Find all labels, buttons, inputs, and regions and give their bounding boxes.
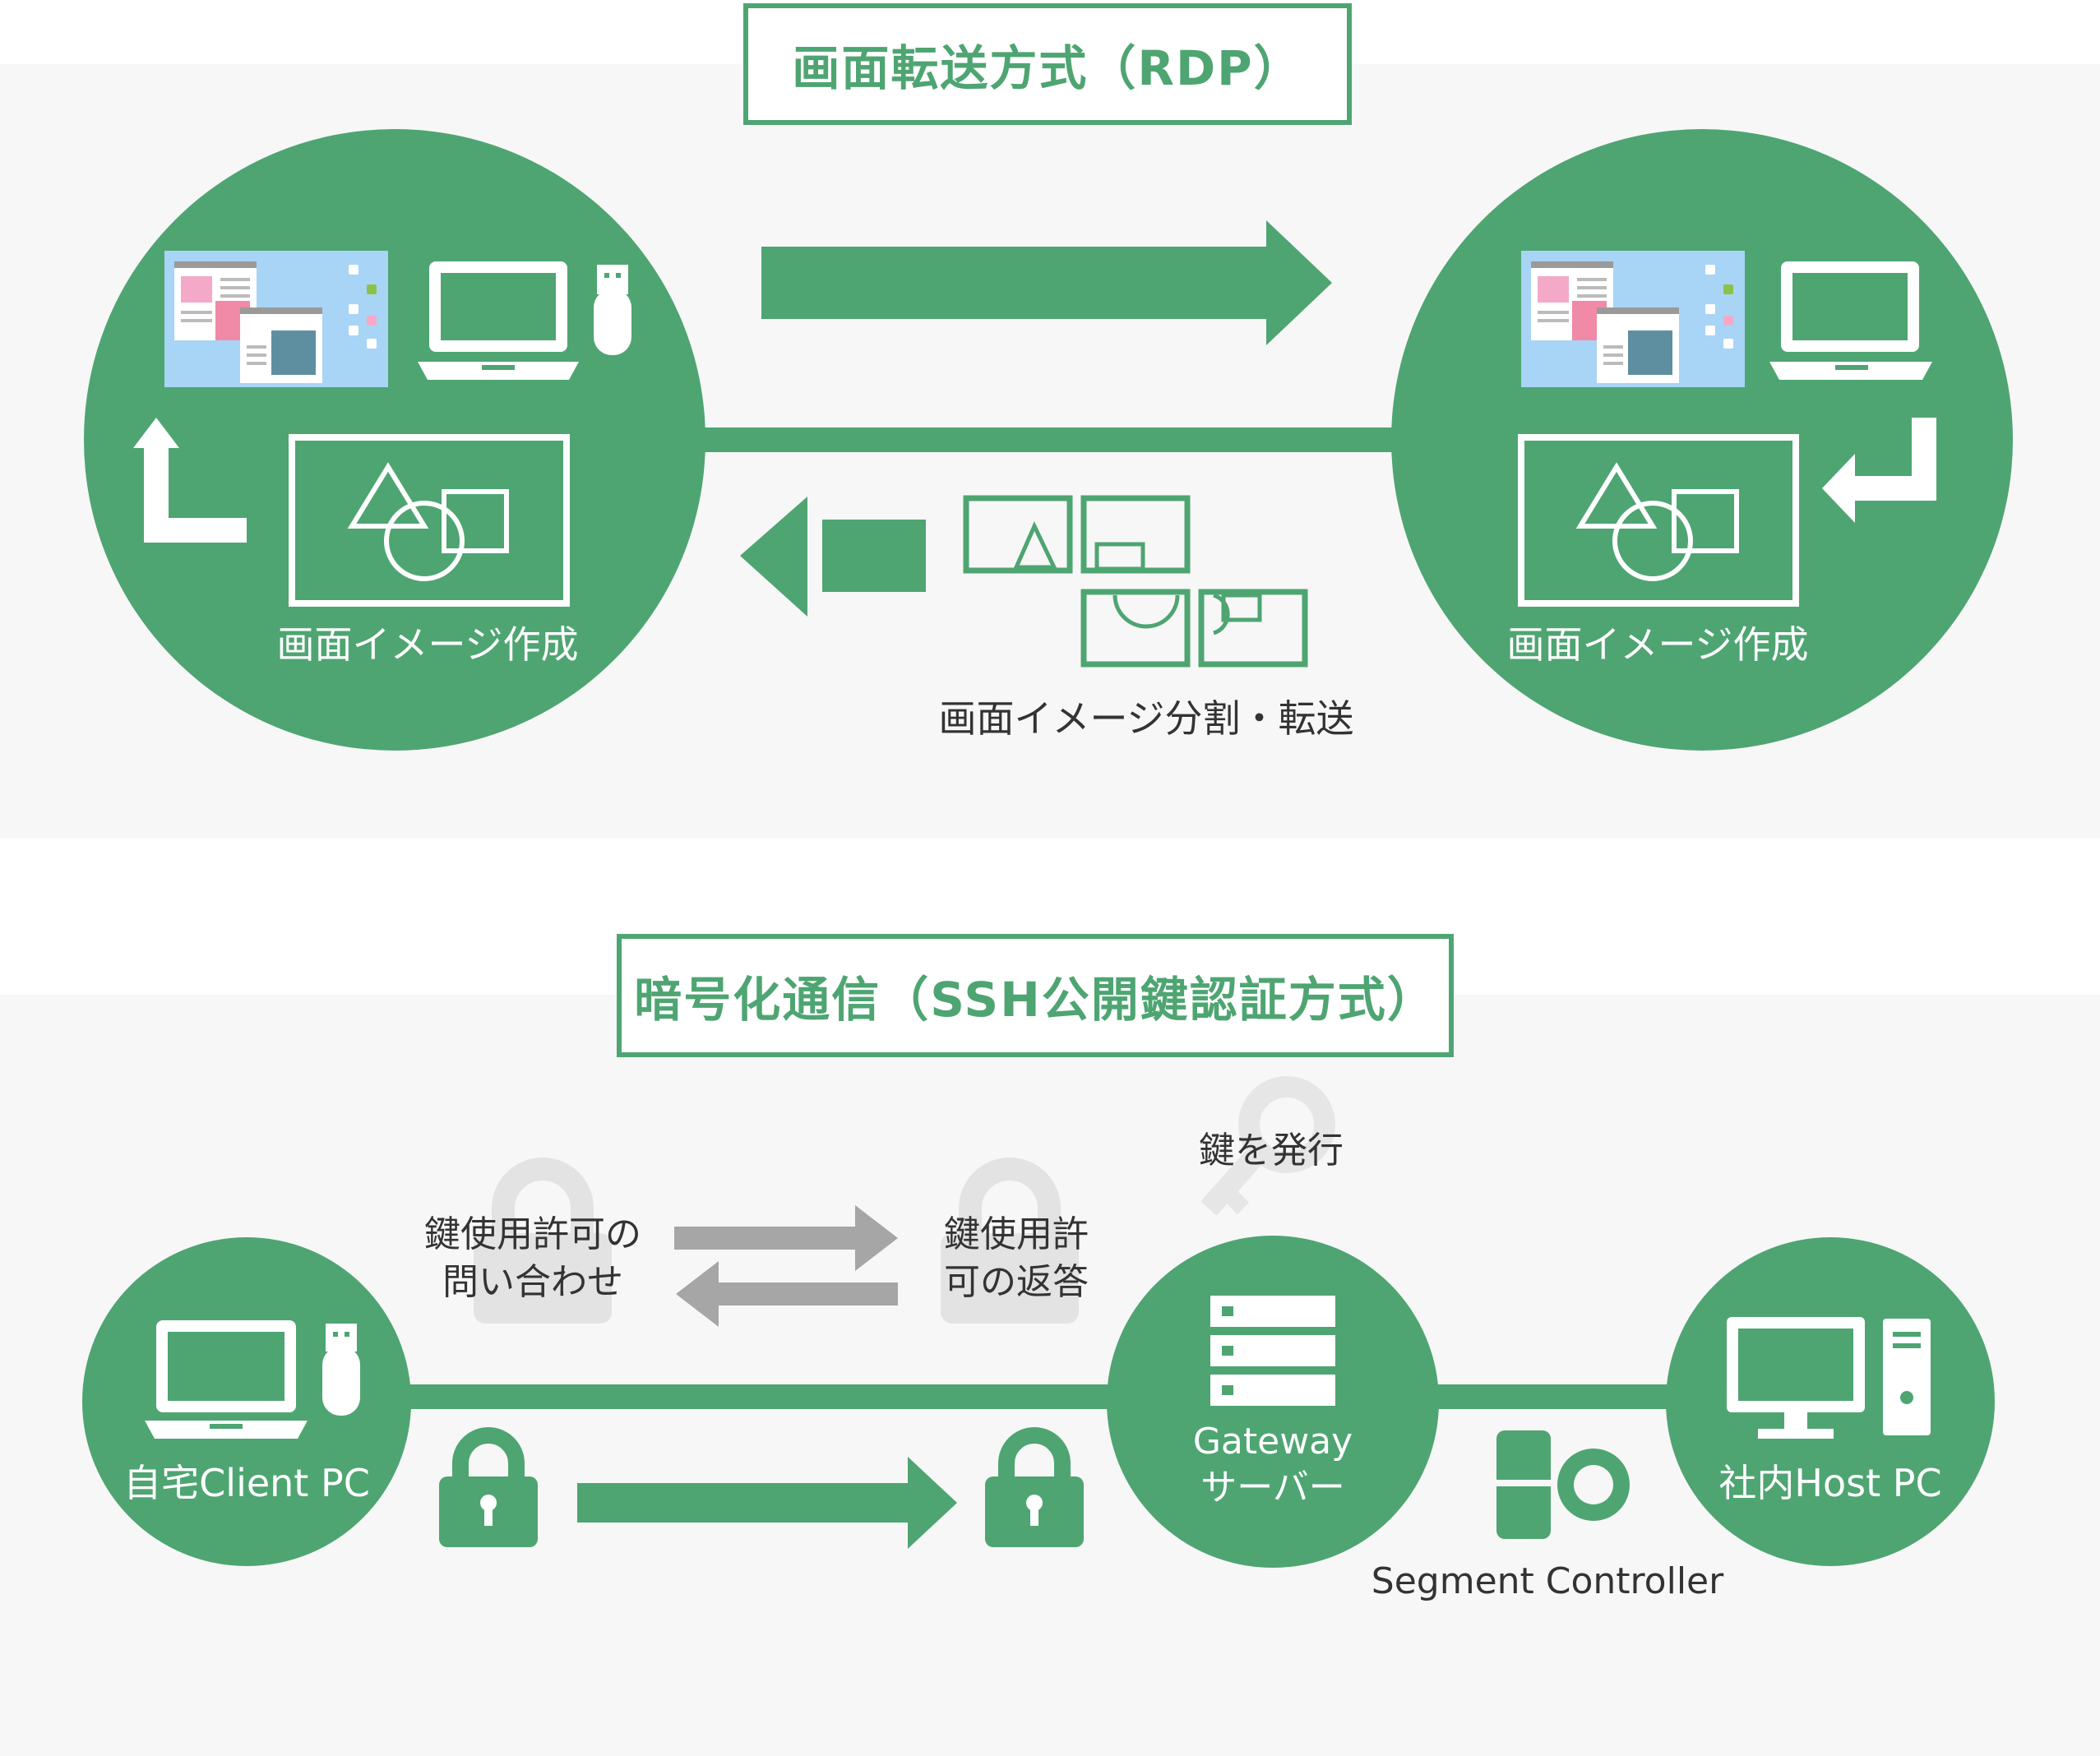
right-arrow-icon	[761, 220, 1332, 345]
encrypted-transfer-arrow-icon	[577, 1457, 957, 1549]
rdp-section: 画面イメージ作成	[84, 129, 2013, 751]
rdp-middle-caption: 画面イメージ分割・転送	[938, 696, 1353, 741]
reply-label-line1: 鍵使用許	[944, 1213, 1089, 1255]
request-label-line2: 問い合わせ	[442, 1261, 623, 1303]
return-arrow-icon	[133, 418, 247, 543]
rdp-right-caption: 画面イメージ作成	[1506, 622, 1808, 667]
key-watermark-icon	[1200, 1076, 1335, 1216]
usb-key-icon	[594, 265, 631, 355]
gateway-label-line2: サーバー	[1200, 1467, 1345, 1509]
reply-label-line2: 可の返答	[944, 1261, 1089, 1303]
segment-controller-icon	[1496, 1430, 1630, 1539]
laptop-icon	[418, 261, 579, 380]
reply-arrow-icon	[676, 1261, 898, 1327]
screen-image-icon	[289, 434, 570, 607]
host-pc-label: 社内Host PC	[1718, 1461, 1941, 1505]
ssh-connection-line	[395, 1384, 1710, 1409]
laptop-icon	[1769, 261, 1932, 380]
return-arrow-icon	[1822, 418, 1936, 523]
ssh-section: 自宅Client PC Gateway サーバー 社内Host PC	[82, 1076, 1995, 1602]
left-arrow-icon	[740, 497, 926, 617]
lock-icon	[439, 1427, 538, 1547]
client-pc-label: 自宅Client PC	[123, 1461, 370, 1505]
usb-key-icon	[322, 1324, 360, 1416]
segment-controller-label: Segment Controller	[1371, 1560, 1724, 1602]
lock-watermark-icon	[941, 1158, 1079, 1324]
key-issue-label: 鍵を発行	[1199, 1130, 1344, 1171]
laptop-icon	[145, 1320, 308, 1439]
lock-icon	[985, 1427, 1084, 1547]
request-label-line1: 鍵使用許可の	[424, 1213, 641, 1255]
split-image-fragments-icon	[963, 495, 1308, 668]
screen-image-icon	[1518, 434, 1799, 607]
rdp-connection-line	[658, 427, 1439, 452]
lock-watermark-icon	[474, 1158, 612, 1324]
request-arrow-icon	[674, 1205, 898, 1271]
desktop-pc-icon	[1727, 1317, 1931, 1439]
rdp-left-caption: 画面イメージ作成	[276, 622, 578, 667]
server-icon	[1210, 1296, 1335, 1406]
rdp-title: 画面転送方式（RDP）	[743, 3, 1352, 125]
ssh-title: 暗号化通信（SSH公開鍵認証方式）	[617, 934, 1454, 1057]
desktop-screen-icon	[1521, 251, 1745, 387]
desktop-screen-icon	[164, 251, 388, 387]
gateway-label-line1: Gateway	[1193, 1421, 1353, 1463]
